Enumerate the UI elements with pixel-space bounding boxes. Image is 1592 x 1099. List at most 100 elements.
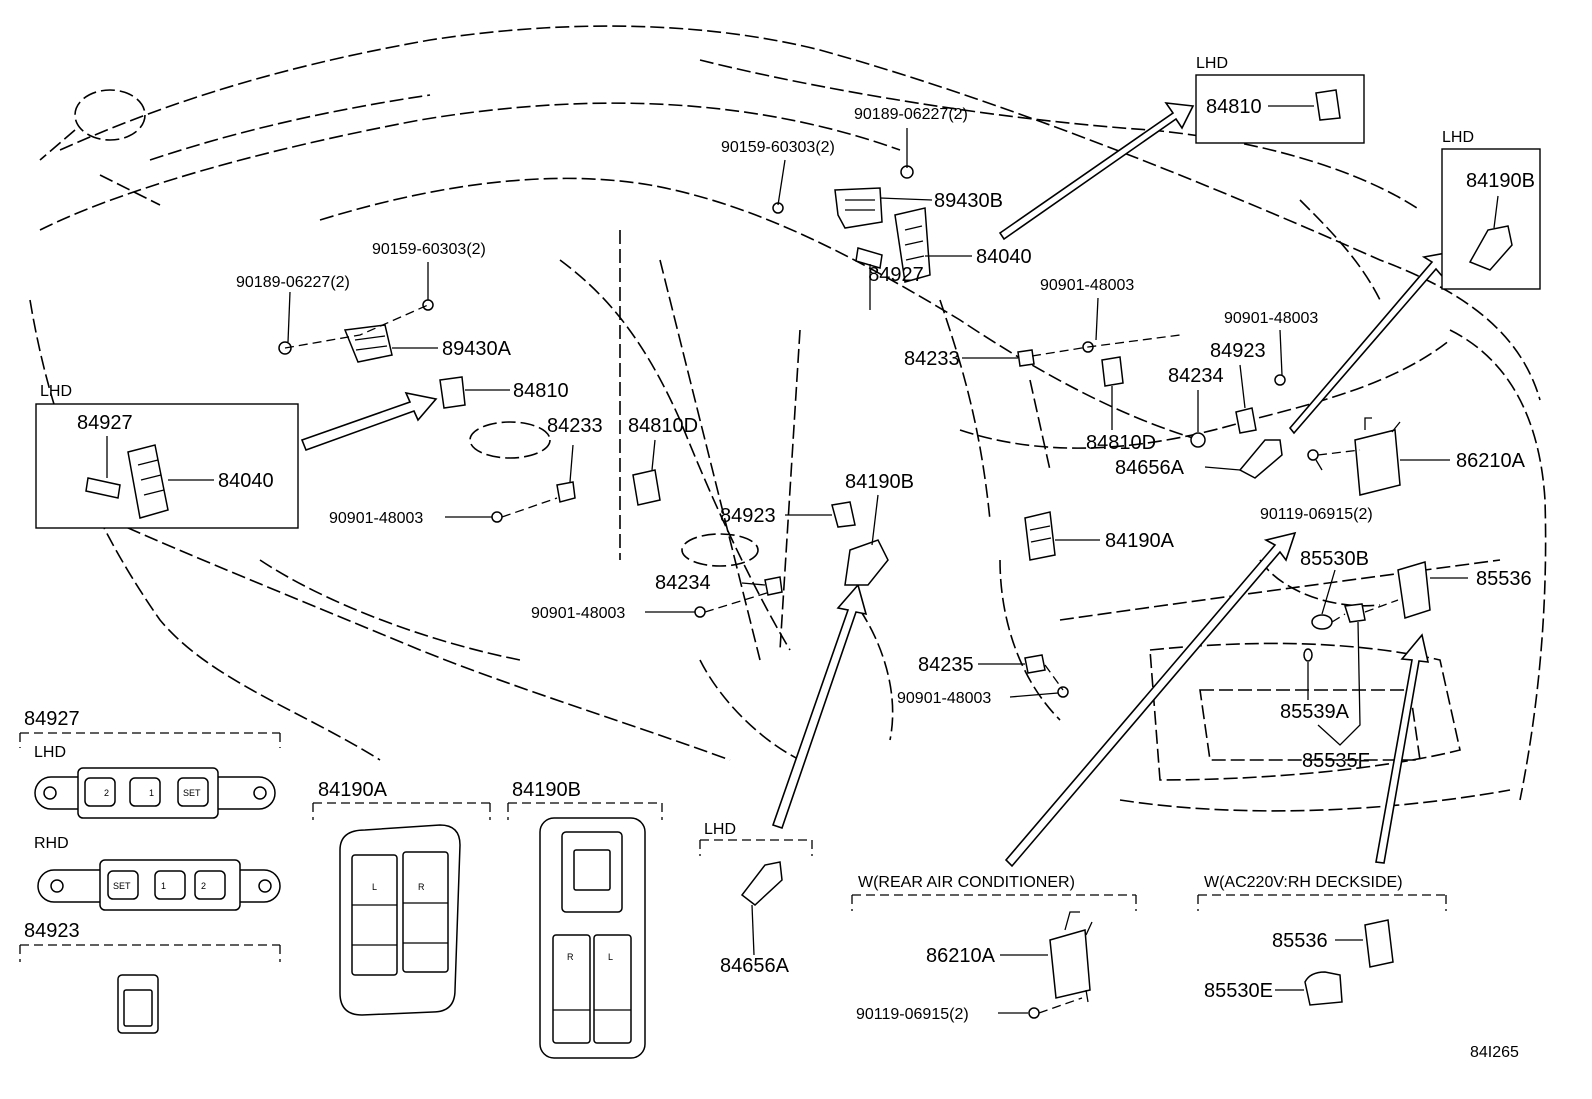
label-84234-mid: 84234 [655, 572, 711, 594]
detail-84656A-tag: LHD [704, 821, 736, 838]
inset-left-84927: 84927 [77, 412, 133, 434]
detail-84656A-label: 84656A [720, 955, 790, 977]
detail-module-86210A-icon [1049, 929, 1091, 999]
window-switch-left[interactable] [351, 854, 398, 976]
label-90901-e: 90901-48003 [897, 690, 991, 707]
memory-1-rhd-button[interactable] [154, 870, 186, 900]
detail-screw-90119-icon [1028, 1007, 1040, 1019]
detail-rear-ac-86210A: 86210A [926, 945, 996, 967]
outlet-85536-icon [1397, 561, 1431, 619]
inset-84190B-label: 84190B [1466, 170, 1535, 192]
label-85530B: 85530B [1300, 548, 1369, 570]
inset-left-tag: LHD [40, 383, 72, 400]
svg-text:R: R [567, 952, 574, 962]
switch-84810D-right-icon [1101, 356, 1124, 387]
inset-lhd-left: LHD 84927 84040 [35, 383, 299, 529]
svg-text:R: R [418, 882, 425, 892]
label-84810D-right: 84810D [1086, 432, 1156, 454]
switch-84810D-mid-icon [632, 469, 661, 506]
arrow-to-rear-ac [1004, 531, 1297, 868]
label-84810D-mid: 84810D [628, 415, 698, 437]
switch-84233-mid-icon [556, 481, 576, 503]
label-90159-top: 90159-60303(2) [721, 139, 835, 156]
switch-84190A-mid-icon [1024, 511, 1056, 561]
detail-84923: 84923 [19, 920, 281, 1034]
switch-84235-icon [1024, 654, 1046, 674]
window-switch-right[interactable] [402, 851, 449, 973]
label-90901-a: 90901-48003 [329, 510, 423, 527]
svg-text:1: 1 [161, 881, 166, 891]
detail-ac220-85530E: 85530E [1204, 980, 1273, 1002]
set-button-lhd[interactable] [177, 777, 209, 807]
switch-84656A-right-icon [1238, 439, 1283, 479]
label-84923-right: 84923 [1210, 340, 1266, 362]
label-84190A-mid: 84190A [1105, 530, 1175, 552]
label-90901-c: 90901-48003 [1040, 277, 1134, 294]
memory-2-rhd-button[interactable] [194, 870, 226, 900]
arrow-to-84927-lhd [300, 391, 438, 452]
svg-text:L: L [372, 882, 377, 892]
screw-90901-d-icon [1274, 374, 1286, 386]
svg-text:SET: SET [113, 881, 131, 891]
label-84040-top: 84040 [976, 246, 1032, 268]
screw-90159-left-icon [422, 299, 434, 311]
grommet-85539A-icon [1303, 648, 1313, 662]
detail-84190B-title: 84190B [512, 779, 581, 801]
detail-84656A: LHD 84656A [699, 821, 813, 977]
detail-rear-ac-title: W(REAR AIR CONDITIONER) [858, 874, 1075, 891]
sensor-89430B-icon [834, 187, 883, 229]
vehicle-body [29, 25, 1547, 812]
detail-84190A-title: 84190A [318, 779, 388, 801]
label-84233-right: 84233 [904, 348, 960, 370]
arrow-to-ac220 [1375, 633, 1430, 864]
label-90159-left: 90159-60303(2) [372, 241, 486, 258]
detail-84190B: 84190B R L [507, 779, 663, 1059]
memory-1-button[interactable] [129, 777, 161, 807]
label-90119-right: 90119-06915(2) [1260, 506, 1373, 523]
inset-left-84040: 84040 [218, 470, 274, 492]
leader-lines [284, 128, 1468, 746]
set-button-rhd[interactable] [107, 870, 139, 900]
inset-switch-84190B-icon [1468, 225, 1513, 271]
arrow-to-84810-lhd [998, 102, 1195, 241]
detail-84927: 84927 LHD 2 1 SET RHD SET 1 2 [19, 708, 281, 911]
label-86210A-right: 86210A [1456, 450, 1526, 472]
screw-90901-a-icon [491, 511, 503, 523]
detail-84927-lhd: LHD [34, 744, 66, 761]
inset-switch-84040-icon [127, 444, 169, 519]
switch-84190B-mid-icon [844, 539, 889, 586]
label-84810-mid: 84810 [513, 380, 569, 402]
inset-lhd-84810: LHD 84810 [1195, 55, 1365, 144]
label-90901-b: 90901-48003 [531, 605, 625, 622]
detail-outlet-85536-icon [1364, 919, 1394, 968]
svg-text:2: 2 [104, 788, 109, 798]
detail-ac220: W(AC220V:RH DECKSIDE) 85536 85530E [1197, 874, 1447, 1006]
memory-2-button[interactable] [84, 777, 116, 807]
svg-text:L: L [608, 952, 613, 962]
label-90189-left: 90189-06227(2) [236, 274, 350, 291]
switch-84923-right-icon [1235, 407, 1257, 434]
svg-text:2: 2 [201, 881, 206, 891]
switch-84234-mid-icon [764, 576, 783, 596]
switch-84234-right-icon [1190, 432, 1206, 448]
label-84234-right: 84234 [1168, 365, 1224, 387]
socket-85530B-icon [1311, 614, 1333, 630]
window-switch-b-rear-left[interactable] [593, 934, 632, 1044]
inset-switch-84810-icon [1315, 89, 1341, 121]
label-84927-top: 84927 [868, 264, 924, 286]
detail-84927-title: 84927 [24, 708, 80, 730]
plug-85530B-icon [1344, 603, 1366, 623]
label-84233-mid: 84233 [547, 415, 603, 437]
label-84923-mid: 84923 [720, 505, 776, 527]
label-84190B-mid: 84190B [845, 471, 914, 493]
window-switch-b-rear-right[interactable] [552, 934, 591, 1044]
arrow-to-84656A-lhd [771, 583, 868, 830]
screw-90119-right-icon [1307, 449, 1319, 461]
inset-lhd-84190B: LHD 84190B [1441, 129, 1541, 290]
inset-84810-label: 84810 [1206, 96, 1262, 118]
switch-84233-right-icon [1017, 349, 1035, 367]
label-89430B: 89430B [934, 190, 1003, 212]
svg-text:1: 1 [149, 788, 154, 798]
detail-rear-ac: W(REAR AIR CONDITIONER) 86210A 90119-069… [851, 874, 1137, 1023]
